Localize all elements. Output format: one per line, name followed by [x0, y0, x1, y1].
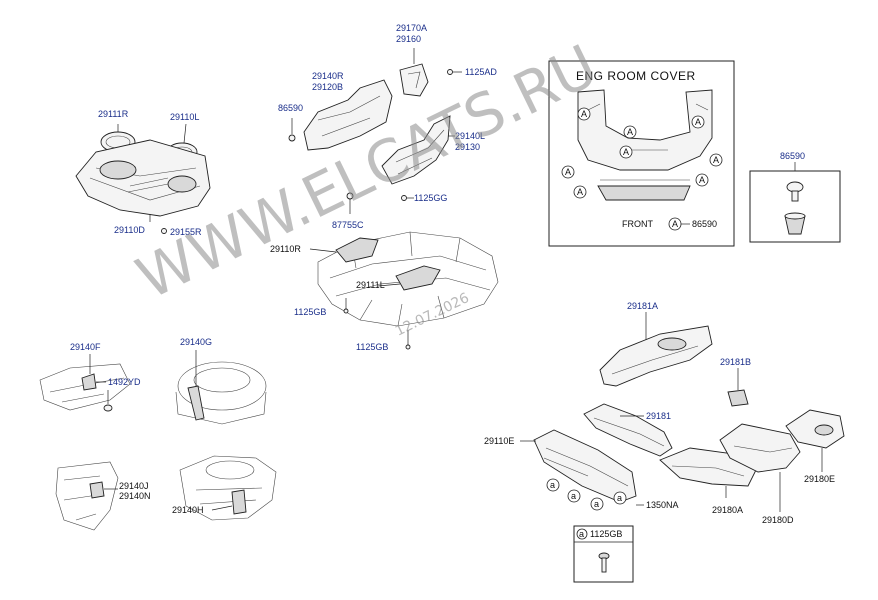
under-cover-29110d-group: 29111R 29110L 29110D 29155R [75, 109, 211, 237]
bolt-1125gb-box: a 1125GB [573, 525, 634, 583]
bracket-29140j-group: 29140J 29140N [55, 461, 151, 531]
label-87755c: 87755C [332, 220, 364, 230]
bolt-box-label: 1125GB [590, 529, 622, 539]
cover-29180d [719, 423, 801, 473]
subframe-group: 87755C 29110R 29111L 1125GB 1125GB [270, 192, 499, 352]
svg-text:A: A [699, 175, 705, 185]
cover-29110e-group: 29110E a a a a 1350NA [484, 429, 679, 511]
bracket-29140j [89, 481, 105, 499]
bracket-29140f [81, 373, 97, 391]
label-1492yd: 1492YD [108, 377, 141, 387]
bracket-29110r [335, 237, 379, 263]
splash-shield-29140l [381, 115, 451, 185]
label-29180e: 29180E [804, 474, 835, 484]
bracket-29181b-group: 29181B [720, 357, 751, 407]
callout-a-4: a [617, 493, 622, 503]
splash-shields-group: 86590 29140R 29120B 29170A 29160 1125AD … [278, 23, 497, 203]
label-29110r: 29110R [270, 244, 301, 254]
label-29140n: 29140N [119, 491, 151, 501]
bracket-29181b [727, 389, 749, 407]
svg-text:A: A [627, 127, 633, 137]
callout-a-2: a [571, 491, 576, 501]
label-29160: 29160 [396, 34, 421, 44]
eng-room-cover-part [577, 89, 713, 171]
front-label: FRONT [622, 219, 653, 229]
bracket-29140g-group: 29140G [175, 337, 267, 425]
callout-a-markers: A A A A A A A A [561, 107, 723, 199]
bracket-29140h-group: 29140H [172, 455, 277, 521]
eng-room-cover-box: ENG ROOM COVER A A A A A A A A FRONT A 8… [548, 60, 735, 247]
callout-a-1: a [550, 480, 555, 490]
under-cover-29110d [75, 139, 211, 217]
label-86590-right: 86590 [780, 151, 805, 161]
label-1125ad: 1125AD [465, 67, 497, 77]
label-29140l: 29140L [455, 131, 485, 141]
label-86590-left: 86590 [278, 103, 303, 113]
label-1125gb-a: 1125GB [294, 307, 326, 317]
label-29110l: 29110L [170, 112, 199, 122]
cover-29181a-group: 29181A [599, 301, 713, 387]
label-1350na: 1350NA [646, 500, 679, 510]
label-29140f: 29140F [70, 342, 101, 352]
label-29181b: 29181B [720, 357, 751, 367]
label-29130: 29130 [455, 142, 480, 152]
bracket-29111l [395, 265, 441, 291]
front-callout-a: A [672, 219, 678, 229]
label-29155r: 29155R [170, 227, 202, 237]
bracket-29140g [187, 385, 205, 421]
clip-86590-box: 86590 [749, 151, 841, 243]
label-29181: 29181 [646, 411, 671, 421]
watermark-date: 12.07.2026 [393, 290, 472, 340]
splash-shield-29140r [303, 79, 393, 151]
callout-a-3: a [594, 499, 599, 509]
cover-29181a [599, 325, 713, 387]
label-29110e: 29110E [484, 436, 514, 446]
svg-text:A: A [565, 167, 571, 177]
svg-text:A: A [623, 147, 629, 157]
label-1125gg: 1125GG [414, 193, 447, 203]
label-29180a: 29180A [712, 505, 743, 515]
cover-29180d-group: 29180D [719, 423, 801, 525]
bracket-29140h [231, 489, 247, 515]
bolt-box-callout: a [579, 529, 584, 539]
label-29111r: 29111R [98, 109, 129, 119]
cover-29180e-group: 29180E [785, 409, 845, 484]
label-29170a: 29170A [396, 23, 427, 33]
label-29120b: 29120B [312, 82, 343, 92]
svg-text:A: A [695, 117, 701, 127]
clip-head [786, 181, 804, 193]
label-29111l: 29111L [356, 280, 385, 290]
label-29140j: 29140J [119, 481, 149, 491]
eng-room-cover-title: ENG ROOM COVER [576, 69, 696, 83]
label-1125gb-b: 1125GB [356, 342, 388, 352]
svg-text:A: A [577, 187, 583, 197]
bracket-29140f-group: 29140F 1492YD [39, 342, 141, 412]
svg-text:A: A [581, 109, 587, 119]
label-29140g: 29140G [180, 337, 212, 347]
label-29140r: 29140R [312, 71, 344, 81]
label-29180d: 29180D [762, 515, 794, 525]
bracket-29170a [399, 63, 429, 97]
svg-text:A: A [713, 155, 719, 165]
label-29110d: 29110D [114, 225, 145, 235]
cover-29110e [533, 429, 637, 503]
label-29140h: 29140H [172, 505, 204, 515]
front-part-86590: 86590 [692, 219, 717, 229]
label-29181a: 29181A [627, 301, 658, 311]
cover-29181-group: 29181 [583, 403, 673, 457]
